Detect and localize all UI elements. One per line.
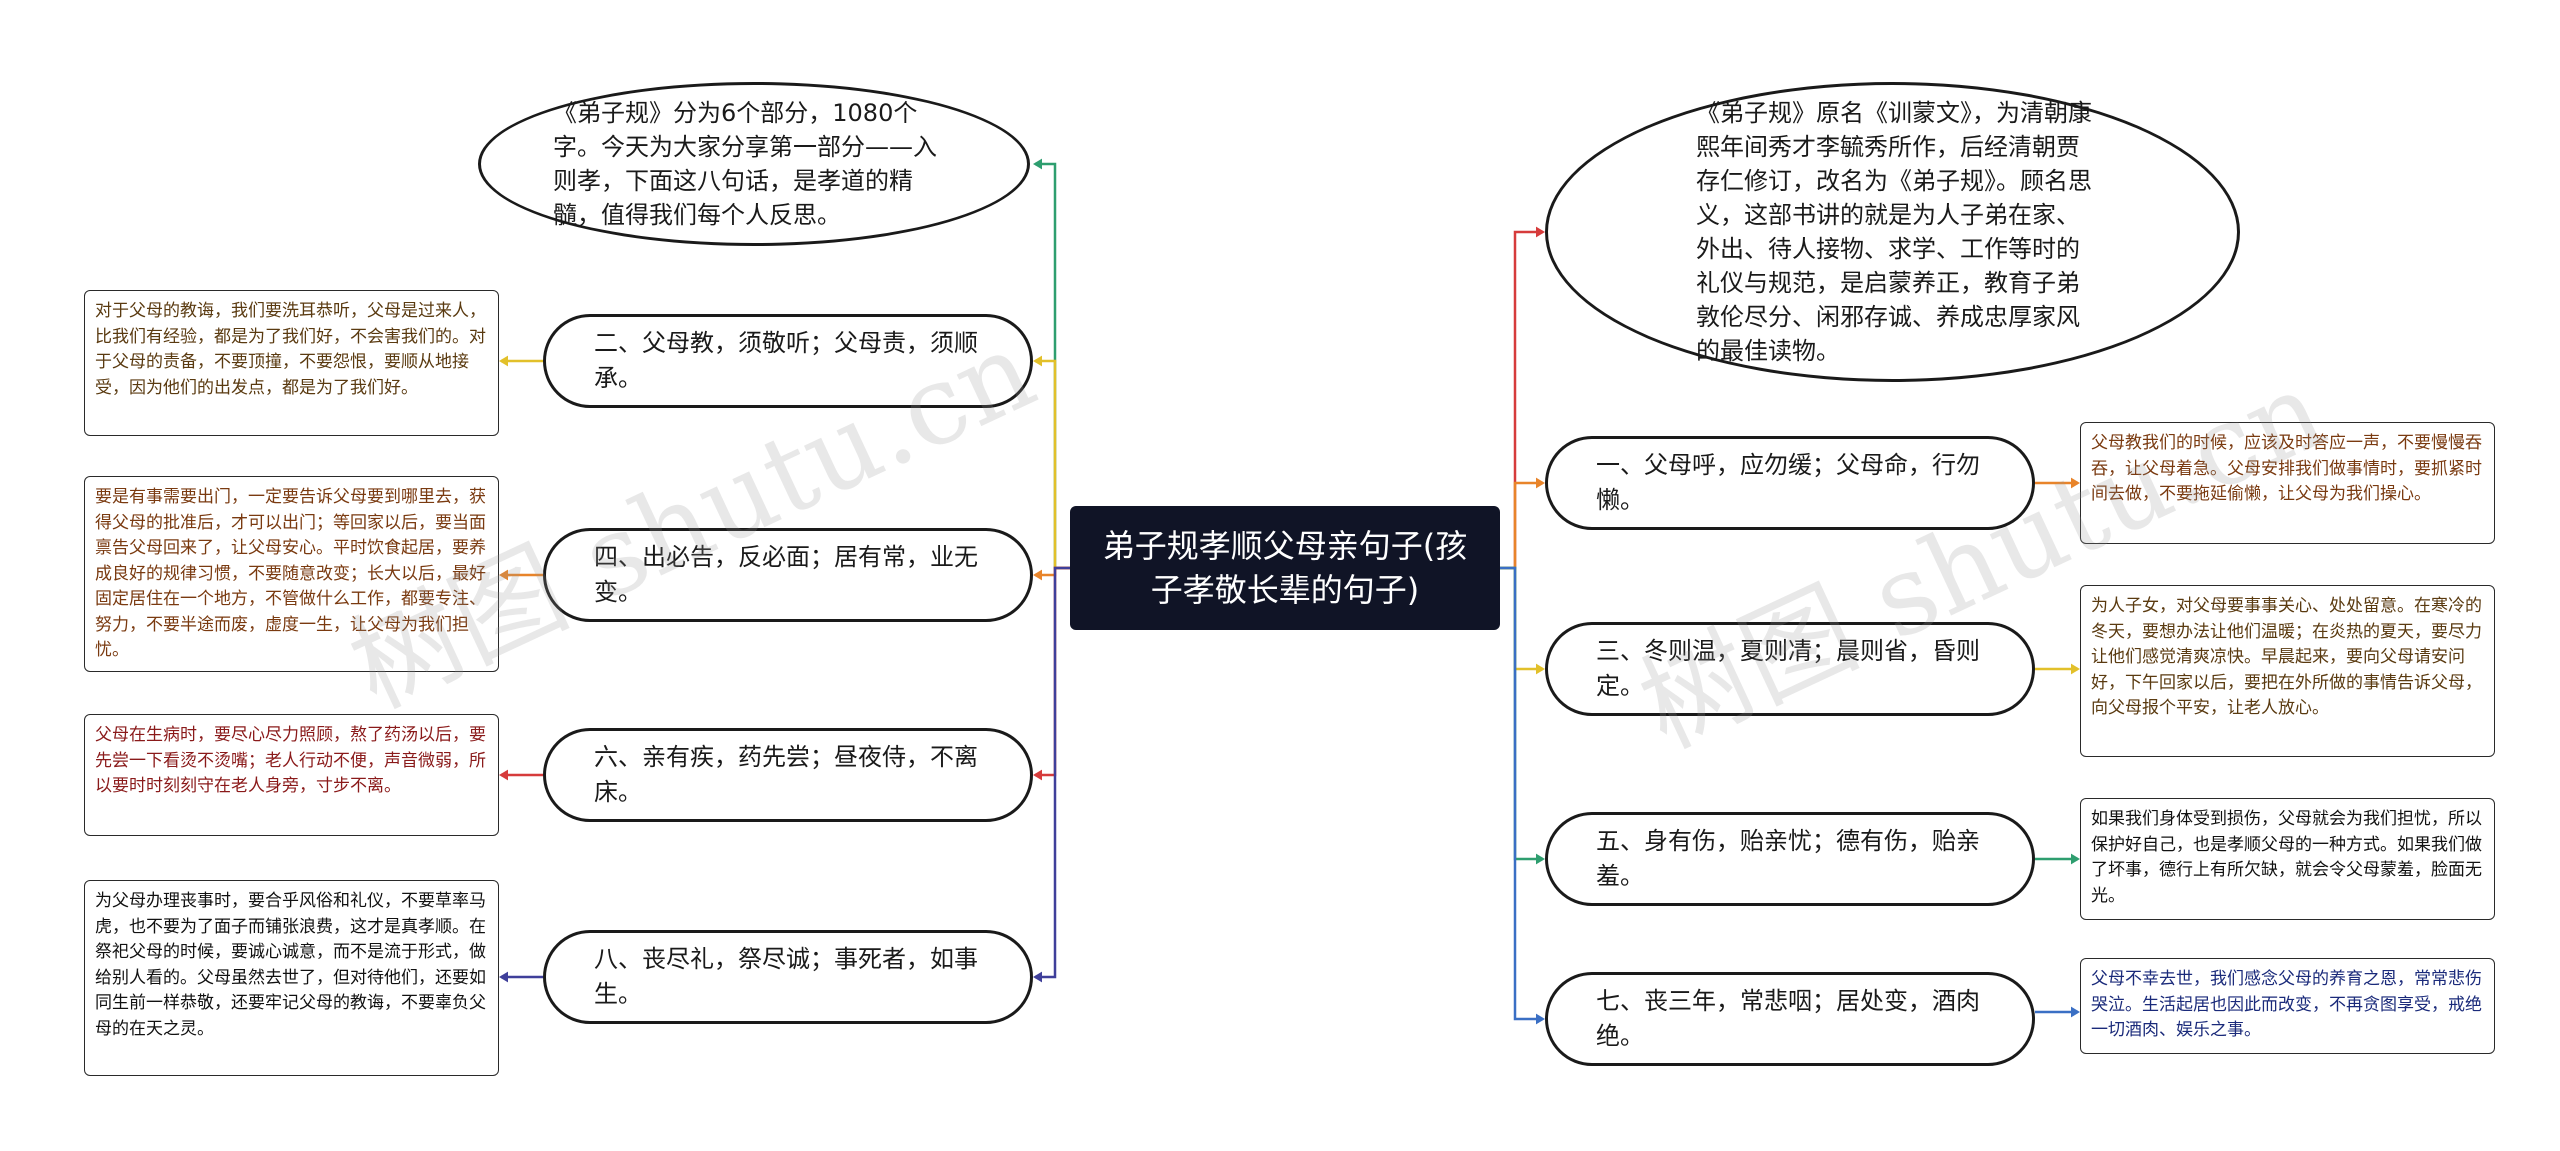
left-branch-arrow-2 <box>1033 569 1042 581</box>
right-branch-arrow-0 <box>1536 226 1545 238</box>
left-intro-text: 《弟子规》分为6个部分，1080个字。今天为大家分享第一部分——入则孝，下面这八… <box>553 99 937 229</box>
left-note-2: 对于父母的教诲，我们要洗耳恭听，父母是过来人，比我们有经验，都是为了我们好，不会… <box>84 290 499 436</box>
left-note-8: 为父母办理丧事时，要合乎风俗和礼仪，不要草率马虎，也不要为了面子而铺张浪费，这才… <box>84 880 499 1076</box>
left-branch-arrow-3 <box>1033 769 1042 781</box>
left-branch-line-0 <box>1035 162 1070 570</box>
left-branch-line-3 <box>1035 566 1070 777</box>
right-branch-arrow-1 <box>1536 477 1545 489</box>
central-topic[interactable]: 弟子规孝顺父母亲句子(孩子孝敬长辈的句子) <box>1070 506 1500 630</box>
right-note-arrow-0 <box>2071 477 2080 489</box>
left-note-4: 要是有事需要出门，一定要告诉父母要到哪里去，获得父母的批准后，才可以出门；等回家… <box>84 476 499 672</box>
left-node-2-text: 二、父母教，须敬听；父母责，须顺承。 <box>594 329 978 392</box>
left-node-8-text: 八、丧尽礼，祭尽诚；事死者，如事生。 <box>594 945 978 1008</box>
left-intro-node[interactable]: 《弟子规》分为6个部分，1080个字。今天为大家分享第一部分——入则孝，下面这八… <box>478 82 1030 246</box>
right-node-5[interactable]: 五、身有伤，贻亲忧；德有伤，贻亲羞。 <box>1545 812 2035 906</box>
right-note-7: 父母不幸去世，我们感念父母的养育之恩，常常悲伤哭泣。生活起居也因此而改变，不再贪… <box>2080 958 2495 1054</box>
right-node-3-text: 三、冬则温，夏则凊；晨则省，昏则定。 <box>1596 637 1980 700</box>
left-note-arrow-0 <box>499 355 508 367</box>
left-node-6-text: 六、亲有疾，药先尝；昼夜侍，不离床。 <box>594 743 978 806</box>
left-node-4[interactable]: 四、出必告，反必面；居有常，业无变。 <box>543 528 1033 622</box>
left-note-arrow-2 <box>499 769 508 781</box>
right-branch-arrow-3 <box>1536 853 1545 865</box>
right-note-arrow-1 <box>2071 663 2080 675</box>
right-note-3: 为人子女，对父母要事事关心、处处留意。在寒冷的冬天，要想办法让他们温暖；在炎热的… <box>2080 585 2495 757</box>
left-note-arrow-3 <box>499 971 508 983</box>
left-branch-line-1 <box>1035 359 1070 570</box>
left-branch-arrow-1 <box>1033 355 1042 367</box>
right-note-1: 父母教我们的时候，应该及时答应一声，不要慢慢吞吞，让父母着急。父母安排我们做事情… <box>2080 422 2495 544</box>
right-node-5-text: 五、身有伤，贻亲忧；德有伤，贻亲羞。 <box>1596 827 1980 890</box>
right-branch-line-3 <box>1500 566 1543 861</box>
right-branch-arrow-4 <box>1536 1013 1545 1025</box>
left-note-arrow-1 <box>499 569 508 581</box>
left-node-8[interactable]: 八、丧尽礼，祭尽诚；事死者，如事生。 <box>543 930 1033 1024</box>
right-intro-text: 《弟子规》原名《训蒙文》，为清朝康熙年间秀才李毓秀所作，后经清朝贾存仁修订，改名… <box>1696 99 2092 365</box>
right-branch-line-1 <box>1500 481 1543 570</box>
right-node-7-text: 七、丧三年，常悲咽；居处变，酒肉绝。 <box>1596 987 1980 1050</box>
right-branch-arrow-2 <box>1536 663 1545 675</box>
left-node-4-text: 四、出必告，反必面；居有常，业无变。 <box>594 543 978 606</box>
right-node-1-text: 一、父母呼，应勿缓；父母命，行勿懒。 <box>1596 451 1980 514</box>
right-note-5: 如果我们身体受到损伤，父母就会为我们担忧，所以保护好自己，也是孝顺父母的一种方式… <box>2080 798 2495 920</box>
left-branch-arrow-4 <box>1033 971 1042 983</box>
right-branch-line-0 <box>1500 230 1543 570</box>
right-intro-node[interactable]: 《弟子规》原名《训蒙文》，为清朝康熙年间秀才李毓秀所作，后经清朝贾存仁修订，改名… <box>1545 82 2240 382</box>
right-note-arrow-2 <box>2071 853 2080 865</box>
left-note-6: 父母在生病时，要尽心尽力照顾，熬了药汤以后，要先尝一下看烫不烫嘴；老人行动不便，… <box>84 714 499 836</box>
right-node-7[interactable]: 七、丧三年，常悲咽；居处变，酒肉绝。 <box>1545 972 2035 1066</box>
right-node-1[interactable]: 一、父母呼，应勿缓；父母命，行勿懒。 <box>1545 436 2035 530</box>
left-branch-arrow-0 <box>1033 158 1042 170</box>
right-branch-line-2 <box>1500 566 1543 671</box>
left-node-2[interactable]: 二、父母教，须敬听；父母责，须顺承。 <box>543 314 1033 408</box>
right-node-3[interactable]: 三、冬则温，夏则凊；晨则省，昏则定。 <box>1545 622 2035 716</box>
left-node-6[interactable]: 六、亲有疾，药先尝；昼夜侍，不离床。 <box>543 728 1033 822</box>
right-branch-line-4 <box>1500 566 1543 1021</box>
right-note-arrow-3 <box>2071 1006 2080 1018</box>
left-branch-line-4 <box>1035 566 1070 979</box>
